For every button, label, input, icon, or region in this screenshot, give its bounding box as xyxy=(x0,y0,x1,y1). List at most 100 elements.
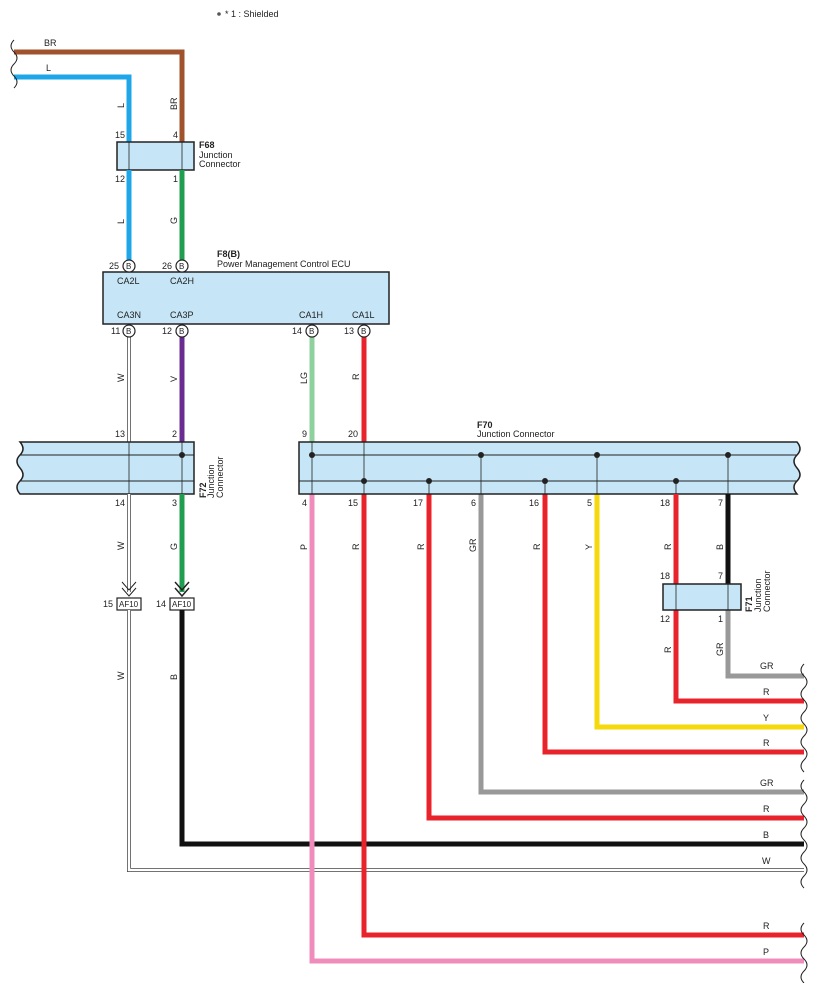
f70-out-wire-0: P xyxy=(299,544,309,550)
wire-r-out2 xyxy=(542,494,804,755)
ecu-box xyxy=(102,271,390,325)
label-v-w3: W xyxy=(116,671,126,680)
right-label-8: R xyxy=(763,921,770,931)
f70-out-pin-2: 17 xyxy=(413,498,423,508)
label-v-w2: W xyxy=(116,541,126,550)
f70-out-wire-1: R xyxy=(351,543,361,550)
ecu-term-ca3p-conn: B xyxy=(179,327,184,336)
f70-out-pin-7: 7 xyxy=(718,498,723,508)
f70-pin-20: 20 xyxy=(348,429,358,439)
ecu-label-ca1h: CA1H xyxy=(299,310,323,320)
wire-b-out xyxy=(179,610,804,847)
f70-dot-3 xyxy=(594,452,600,458)
right-label-2: Y xyxy=(763,713,769,723)
f71-out-wire-gr: GR xyxy=(715,642,725,656)
ecu-label-ca3p: CA3P xyxy=(170,310,194,320)
f68-pin-15: 15 xyxy=(115,130,125,140)
shield-note: * 1 : Shielded xyxy=(225,9,279,19)
f71-line2: Connector xyxy=(762,570,772,612)
right-label-4: GR xyxy=(760,778,774,788)
break-mark-right-1 xyxy=(800,663,808,773)
label-v-br: BR xyxy=(169,97,179,110)
f71-id: F71 xyxy=(744,596,754,612)
f70-name: Junction Connector xyxy=(477,429,555,439)
f70-pin-9: 9 xyxy=(302,429,307,439)
f72-pin-13: 13 xyxy=(115,429,125,439)
label-v-w1: W xyxy=(116,373,126,382)
f8-name: Power Management Control ECU xyxy=(217,259,351,269)
label-top-l: L xyxy=(46,63,51,73)
wire-br-top xyxy=(14,49,185,142)
label-v-lg: LG xyxy=(299,372,309,384)
ecu-term-ca3n-conn: B xyxy=(126,327,131,336)
f70-out-pin-1: 15 xyxy=(348,498,358,508)
f70-dot-6 xyxy=(426,478,432,484)
f72-pin-2: 2 xyxy=(172,429,177,439)
f70-out-wire-2: R xyxy=(416,543,426,550)
wire-w-out xyxy=(127,610,804,872)
ecu-label-ca2h: CA2H xyxy=(170,276,194,286)
f70-connector xyxy=(298,441,801,495)
f71-pin-1: 1 xyxy=(718,614,723,624)
ecu-pin-12: 12 xyxy=(162,326,172,336)
f70-out-pin-3: 6 xyxy=(471,498,476,508)
right-label-3: R xyxy=(763,738,770,748)
f68-line1: Junction xyxy=(199,150,233,160)
label-v-v: V xyxy=(169,376,179,382)
break-mark-right-2 xyxy=(800,779,808,889)
label-v-g2: G xyxy=(169,543,179,550)
ecu-term-ca1l-conn: B xyxy=(361,327,366,336)
ecu-term-ca2l-conn: B xyxy=(126,262,131,271)
f71-line1: Junction xyxy=(753,578,763,612)
wire-r-out3 xyxy=(426,494,804,821)
f71-pin-12: 12 xyxy=(660,614,670,624)
f70-dot-4 xyxy=(725,452,731,458)
f72-pin-3: 3 xyxy=(172,498,177,508)
f71-pin-7: 7 xyxy=(718,571,723,581)
f70-dot-7 xyxy=(542,478,548,484)
af10-chevron-w xyxy=(121,581,137,597)
label-v-b: B xyxy=(169,674,179,680)
f71-pin-18: 18 xyxy=(660,571,670,581)
f70-out-wire-4: R xyxy=(532,543,542,550)
label-v-g1: G xyxy=(169,217,179,224)
f70-out-wire-5: Y xyxy=(584,544,594,550)
f70-out-wire-7: B xyxy=(715,544,725,550)
right-label-5: R xyxy=(763,804,770,814)
af10-pin-15: 15 xyxy=(103,599,113,609)
af10-id-w: AF10 xyxy=(119,600,139,609)
f70-out-pin-6: 18 xyxy=(660,498,670,508)
f68-pin-12: 12 xyxy=(115,174,125,184)
ecu-label-ca1l: CA1L xyxy=(352,310,375,320)
label-v-r1: R xyxy=(351,373,361,380)
shield-note-bullet xyxy=(217,12,221,16)
f70-dot-2 xyxy=(478,452,484,458)
ecu-term-ca2l xyxy=(122,259,136,273)
ecu-term-ca1h xyxy=(305,324,319,338)
f71-connector xyxy=(662,583,742,611)
label-v-l2: L xyxy=(116,219,126,224)
wire-y-out xyxy=(594,494,804,730)
f72-junction-dot xyxy=(179,452,185,458)
f70-id: F70 xyxy=(477,420,493,430)
f68-pin-1: 1 xyxy=(173,174,178,184)
right-label-7: W xyxy=(762,856,771,866)
f72-line1: Junction xyxy=(206,464,216,498)
break-mark-right-3 xyxy=(800,922,808,983)
right-label-0: GR xyxy=(760,661,774,671)
ecu-label-ca3n: CA3N xyxy=(117,310,141,320)
f68-line2: Connector xyxy=(199,159,241,169)
ecu-pin-26: 26 xyxy=(162,261,172,271)
ecu-term-ca1l xyxy=(357,324,371,338)
f70-out-wire-3: GR xyxy=(468,538,478,552)
right-label-9: P xyxy=(763,947,769,957)
f72-connector xyxy=(16,441,195,495)
ecu-pin-11: 11 xyxy=(111,326,120,336)
label-top-br: BR xyxy=(44,38,57,48)
wire-w-out-fill xyxy=(127,610,804,872)
f70-out-pin-5: 5 xyxy=(587,498,592,508)
ecu-pin-14: 14 xyxy=(292,326,302,336)
ecu-term-ca2h-conn: B xyxy=(179,262,184,271)
f70-dot-5 xyxy=(361,478,367,484)
